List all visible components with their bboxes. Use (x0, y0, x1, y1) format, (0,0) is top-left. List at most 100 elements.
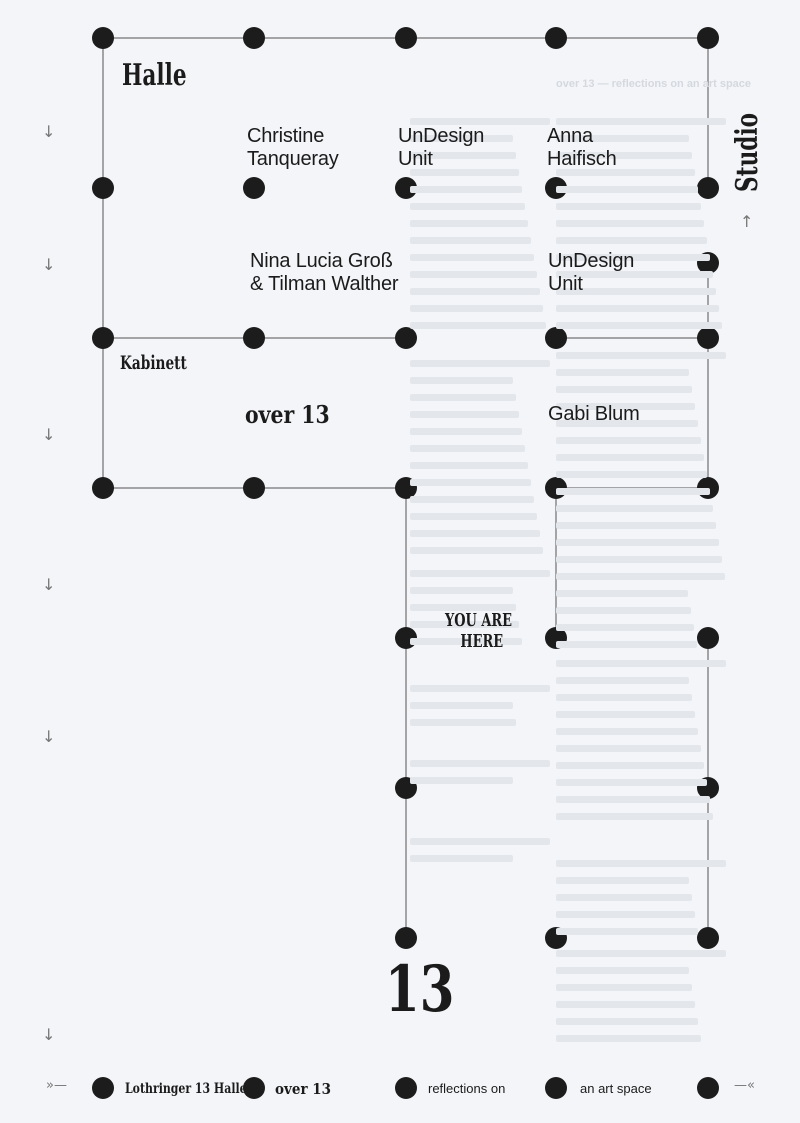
station-dot (545, 1077, 567, 1099)
station-dot (697, 627, 719, 649)
show-through-line (410, 152, 516, 159)
show-through-line (410, 496, 534, 503)
show-through-line (556, 522, 716, 529)
artist-line: Christine (247, 125, 325, 147)
show-through-line (410, 621, 519, 628)
show-through-line (410, 838, 550, 845)
down-arrow-icon: ↓ (42, 255, 56, 274)
show-through-line (410, 570, 550, 577)
station-dot (243, 1077, 265, 1099)
you-are-here-line: HERE (460, 631, 504, 652)
show-through-line (556, 471, 707, 478)
down-arrow-icon: ↓ (42, 425, 56, 444)
show-through-line (410, 237, 531, 244)
show-through-line (410, 462, 528, 469)
show-through-line (556, 539, 719, 546)
artist-undesign-unit: UnDesign Unit (398, 125, 484, 171)
show-through-line (556, 860, 726, 867)
show-through-line (556, 967, 689, 974)
show-through-line (410, 479, 531, 486)
artist-undesign-unit-2: UnDesign Unit (548, 250, 634, 296)
show-through-line (410, 702, 513, 709)
station-dot (395, 327, 417, 349)
show-through-line (556, 641, 697, 648)
show-through-line (556, 762, 704, 769)
show-through-line (556, 779, 707, 786)
show-through-line (556, 624, 694, 631)
show-through-line (556, 203, 701, 210)
show-through-line (556, 1035, 701, 1042)
show-through-line (556, 573, 725, 580)
show-through-line (410, 203, 525, 210)
show-through-line (556, 135, 689, 142)
footer-lothringer-13-halle: Lothringer 13 Halle (125, 1081, 247, 1097)
station-dot (545, 327, 567, 349)
studio-label: Studio (730, 113, 765, 192)
show-through-line (556, 950, 726, 957)
show-through-line (556, 505, 713, 512)
show-through-line (410, 604, 516, 611)
artist-christine-tanqueray: Christine Tanqueray (247, 125, 339, 171)
station-dot (395, 927, 417, 949)
show-through-line (556, 660, 726, 667)
big-number-13: 13 (385, 952, 455, 1027)
show-through-line (410, 118, 550, 125)
show-through-line (410, 135, 513, 142)
station-dot (395, 27, 417, 49)
show-through-line (556, 711, 695, 718)
artist-line: UnDesign (548, 250, 635, 272)
show-through-line (556, 984, 692, 991)
show-through-line (556, 352, 726, 359)
halle-label: Halle (122, 58, 187, 93)
show-through-heading: over 13 — reflections on an art space (556, 78, 752, 90)
end-arrow-icon: —« (734, 1078, 755, 1093)
show-through-line (410, 411, 519, 418)
show-through-line (410, 322, 546, 329)
show-through-line (410, 445, 525, 452)
show-through-line (556, 488, 710, 495)
show-through-line (410, 169, 519, 176)
show-through-line (556, 254, 710, 261)
show-through-line (556, 677, 689, 684)
show-through-line (410, 220, 528, 227)
station-dot (92, 177, 114, 199)
station-dot (243, 477, 265, 499)
show-through-line (556, 911, 695, 918)
artist-line: UnDesign (398, 125, 485, 147)
show-through-line (556, 186, 698, 193)
show-through-line (410, 254, 534, 261)
station-dot (697, 177, 719, 199)
down-arrow-icon: ↓ (42, 1025, 56, 1044)
down-arrow-icon: ↓ (42, 575, 56, 594)
show-through-line (410, 547, 543, 554)
station-dot (243, 27, 265, 49)
station-dot (395, 177, 417, 199)
show-through-line (410, 360, 550, 367)
artist-line: & Tilman Walther (250, 273, 399, 295)
station-dot (697, 1077, 719, 1099)
show-through-line (556, 928, 698, 935)
you-are-here-label: YOU ARE HERE (445, 610, 512, 652)
artist-over-13: over 13 (245, 400, 330, 429)
start-arrow-icon: »— (46, 1078, 67, 1093)
footer-an-art-space: an art space (580, 1081, 652, 1096)
show-through-line (556, 894, 692, 901)
artist-line: Unit (548, 273, 583, 295)
show-through-line (410, 513, 537, 520)
show-through-line (410, 271, 537, 278)
show-through-line (410, 305, 543, 312)
you-are-here-line: YOU ARE (445, 610, 513, 631)
down-arrow-icon: ↓ (42, 727, 56, 746)
artist-line: Haifisch (547, 148, 617, 170)
footer-over-13: over 13 (275, 1080, 332, 1098)
show-through-line (556, 813, 713, 820)
up-arrow-icon: ↑ (740, 212, 754, 231)
station-dot (92, 27, 114, 49)
station-dot (697, 327, 719, 349)
show-through-line (556, 322, 722, 329)
show-through-line (410, 377, 513, 384)
show-through-line (556, 169, 695, 176)
show-through-line (556, 607, 691, 614)
show-through-line (556, 237, 707, 244)
